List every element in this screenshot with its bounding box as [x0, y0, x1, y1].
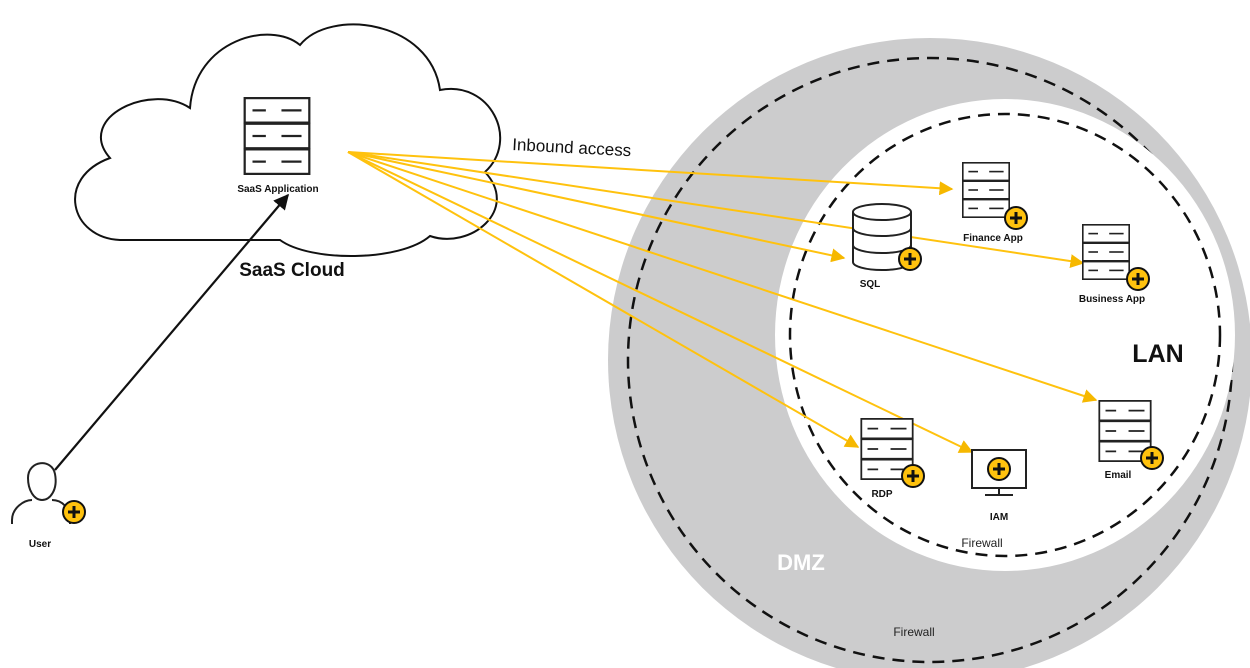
inner-firewall-label: Firewall — [961, 536, 1002, 550]
business-app-badge-icon — [1125, 266, 1151, 292]
user-icon — [11, 462, 71, 524]
sql-label: SQL — [860, 279, 881, 290]
user-to-saas-arrow — [54, 193, 289, 471]
email-badge-icon — [1139, 445, 1165, 471]
lan-label: LAN — [1132, 340, 1183, 368]
sql-badge-icon — [897, 246, 923, 272]
arrow-to-sql — [347, 151, 846, 263]
business-app-server-icon — [1081, 223, 1131, 281]
iam-badge-icon — [986, 456, 1012, 482]
outer-firewall-label: Firewall — [893, 625, 934, 639]
arrow-to-rdp — [347, 151, 860, 448]
inbound-access-label: Inbound access — [512, 135, 632, 160]
dmz-label: DMZ — [777, 550, 825, 575]
saas-application-server-icon — [243, 96, 311, 176]
email-label: Email — [1105, 470, 1132, 481]
business-app-label: Business App — [1079, 294, 1145, 305]
arrow-to-finance-app — [347, 151, 954, 196]
rdp-label: RDP — [871, 489, 892, 500]
finance-app-server-icon — [961, 161, 1011, 219]
finance-app-badge-icon — [1003, 205, 1029, 231]
rdp-badge-icon — [900, 463, 926, 489]
inner-firewall-boundary — [788, 112, 1222, 558]
iam-label: IAM — [990, 512, 1008, 523]
arrow-to-iam — [347, 151, 974, 453]
saas-cloud-label: SaaS Cloud — [239, 260, 345, 281]
user-label: User — [29, 539, 51, 550]
saas-application-label: SaaS Application — [237, 184, 318, 195]
user-badge-icon — [61, 499, 87, 525]
arrow-to-business-app — [347, 151, 1085, 269]
finance-app-label: Finance App — [963, 233, 1023, 244]
arrow-to-email — [347, 151, 1098, 403]
inbound-arrows — [347, 151, 1098, 453]
